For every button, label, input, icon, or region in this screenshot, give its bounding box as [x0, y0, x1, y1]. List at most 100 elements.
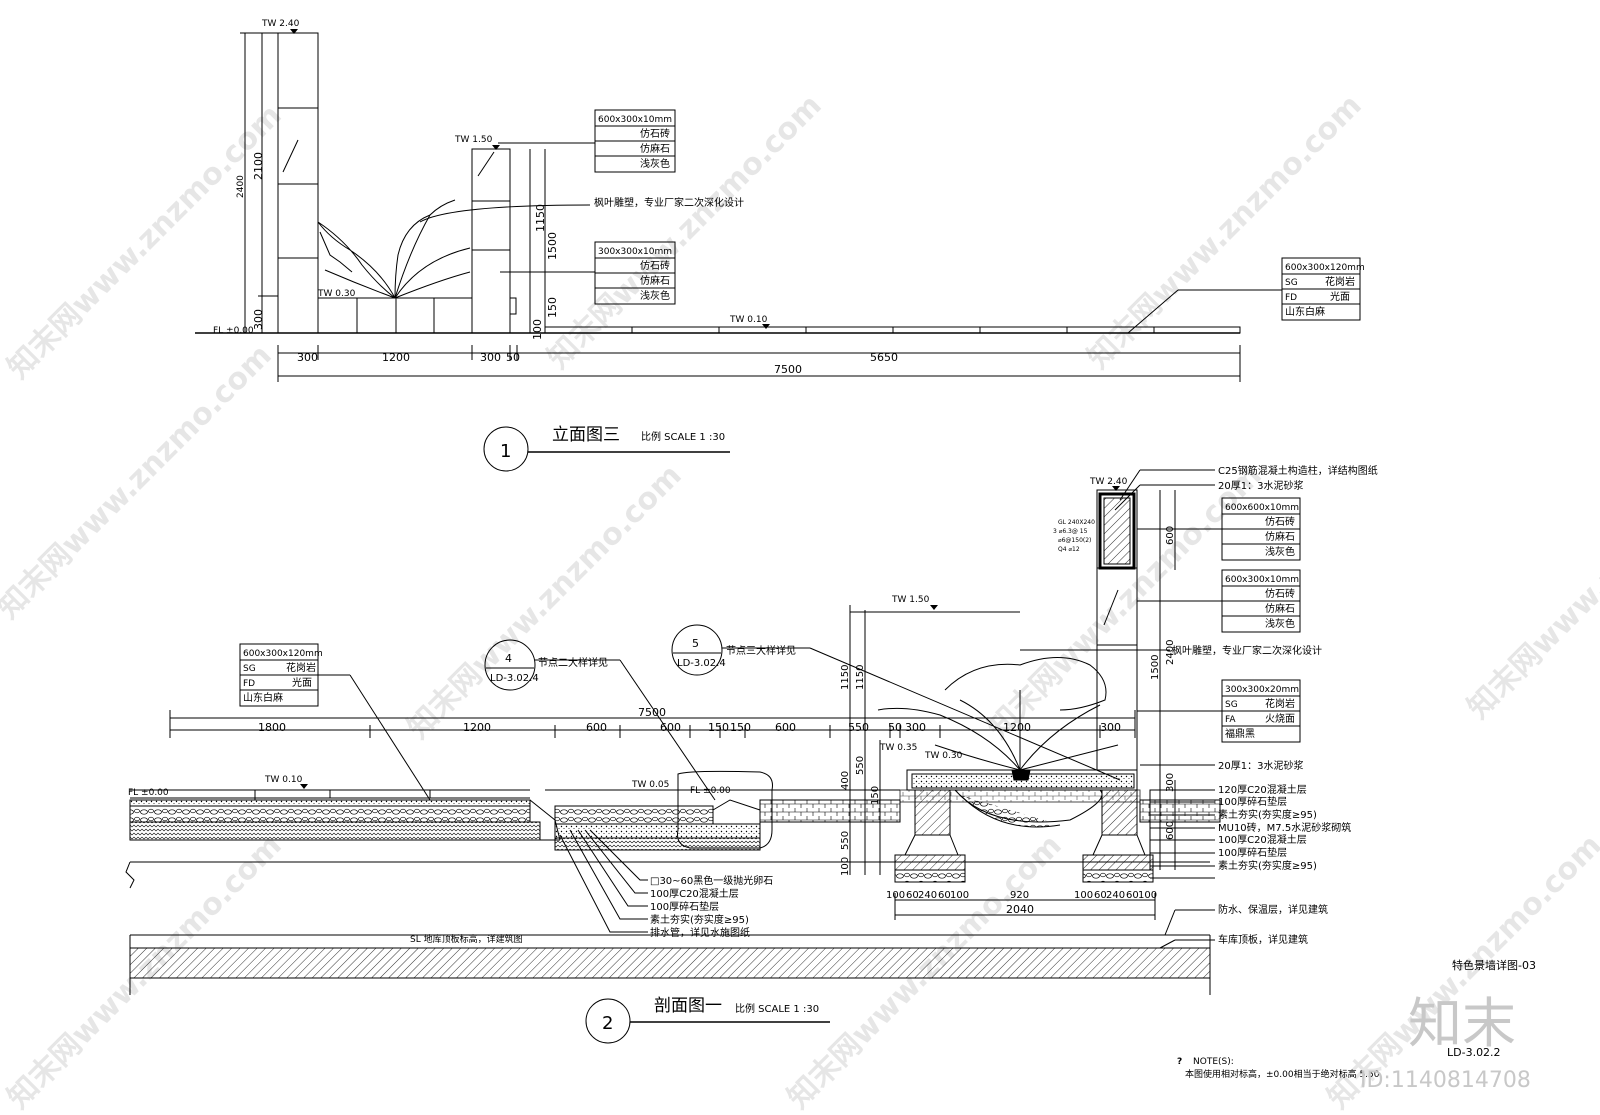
svg-text:600: 600 [1165, 526, 1176, 545]
svg-text:山东白麻: 山东白麻 [243, 691, 283, 704]
svg-text:400: 400 [840, 771, 851, 790]
elevation-drawing [195, 32, 1361, 382]
svg-text:TW 0.30: TW 0.30 [317, 289, 356, 299]
short-pillar [471, 148, 511, 334]
svg-text:7500: 7500 [774, 363, 802, 376]
svg-text:300: 300 [905, 721, 926, 734]
svg-text:60: 60 [1126, 890, 1139, 901]
svg-text:7500: 7500 [638, 706, 666, 719]
svg-text:知末: 知末 [1408, 992, 1516, 1055]
svg-text:1: 1 [500, 441, 511, 462]
svg-text:550: 550 [855, 756, 866, 775]
svg-text:300: 300 [480, 351, 501, 364]
svg-text:600x300x10mm: 600x300x10mm [1225, 575, 1299, 585]
svg-text:600: 600 [775, 721, 796, 734]
svg-text:素土夯实(夯实度≥95): 素土夯实(夯实度≥95) [1218, 808, 1317, 821]
svg-text:300: 300 [1165, 773, 1176, 792]
svg-text:1200: 1200 [382, 351, 410, 364]
svg-text:素土夯实(夯实度≥95): 素土夯实(夯实度≥95) [1218, 859, 1317, 872]
svg-text:花岗岩: 花岗岩 [1325, 275, 1355, 288]
svg-text:花岗岩: 花岗岩 [286, 661, 316, 674]
svg-text:100厚碎石垫层: 100厚碎石垫层 [1218, 795, 1287, 808]
svg-text:SG: SG [243, 664, 256, 674]
svg-text:素土夯实(夯实度≥95): 素土夯实(夯实度≥95) [650, 913, 749, 926]
svg-text:300: 300 [297, 351, 318, 364]
svg-text:20厚1：3水泥砂浆: 20厚1：3水泥砂浆 [1218, 479, 1303, 492]
svg-text:60: 60 [906, 890, 919, 901]
base-block [317, 297, 473, 334]
svg-text:300x300x10mm: 300x300x10mm [598, 247, 672, 257]
svg-text:知末网www.znzmo.com: 知末网www.znzmo.com [0, 338, 279, 626]
svg-text:TW 0.30: TW 0.30 [924, 751, 963, 761]
svg-text:50: 50 [888, 721, 902, 734]
svg-text:光面: 光面 [1330, 290, 1350, 303]
detail5-circle [671, 624, 723, 676]
svg-text:仿麻石: 仿麻石 [640, 142, 670, 155]
svg-text:300x300x20mm: 300x300x20mm [1225, 685, 1299, 695]
svg-text:240: 240 [1106, 890, 1125, 901]
svg-text:FD: FD [243, 679, 255, 689]
svg-text:60: 60 [938, 890, 951, 901]
garage-roof-slab [129, 947, 1211, 979]
svg-text:仿麻石: 仿麻石 [640, 274, 670, 287]
svg-text:特色景墙详图-03: 特色景墙详图-03 [1452, 958, 1536, 972]
svg-text:1150: 1150 [534, 204, 547, 232]
maple-leaf-sculpture [317, 199, 471, 299]
svg-text:150: 150 [870, 786, 881, 805]
svg-text:?: ? [1177, 1057, 1182, 1067]
svg-text:2100: 2100 [252, 152, 265, 180]
svg-text:TW 2.40: TW 2.40 [261, 19, 300, 29]
svg-text:50: 50 [506, 351, 520, 364]
section-tall-column [1096, 489, 1138, 771]
svg-text:FL ±0.00: FL ±0.00 [690, 786, 731, 796]
svg-text:300: 300 [1100, 721, 1121, 734]
svg-text:100: 100 [886, 890, 905, 901]
svg-text:知末网www.znzmo.com: 知末网www.znzmo.com [1461, 438, 1600, 726]
svg-text:排水管，详见水施图纸: 排水管，详见水施图纸 [650, 926, 750, 939]
svg-text:节点三大样详见: 节点三大样详见 [726, 644, 796, 657]
svg-text:5: 5 [692, 637, 699, 650]
svg-text:100: 100 [840, 857, 851, 876]
svg-text:2400: 2400 [236, 175, 246, 198]
svg-text:600x300x120mm: 600x300x120mm [243, 649, 323, 659]
svg-text:600x300x10mm: 600x300x10mm [598, 115, 672, 125]
svg-text:LD-3.02.4: LD-3.02.4 [677, 658, 726, 669]
svg-text:防水、保温层，详见建筑: 防水、保温层，详见建筑 [1218, 903, 1328, 916]
svg-text:100: 100 [950, 890, 969, 901]
svg-text:MU10砖，M7.5水泥砂浆砌筑: MU10砖，M7.5水泥砂浆砌筑 [1218, 821, 1351, 834]
svg-text:240: 240 [918, 890, 937, 901]
svg-text:SL 地库顶板标高，详建筑图: SL 地库顶板标高，详建筑图 [410, 933, 523, 945]
svg-text:FL ±0.00: FL ±0.00 [128, 788, 169, 798]
svg-text:浅灰色: 浅灰色 [1265, 545, 1295, 558]
svg-text:600x300x120mm: 600x300x120mm [1285, 263, 1365, 273]
svg-text:1150: 1150 [840, 665, 851, 690]
pebble-pool [554, 805, 714, 825]
svg-text:立面图三: 立面图三 [552, 425, 620, 445]
svg-text:剖面图一: 剖面图一 [654, 996, 722, 1016]
svg-text:节点二大样详见: 节点二大样详见 [538, 656, 608, 669]
svg-text:100: 100 [531, 319, 544, 340]
svg-text:600x600x10mm: 600x600x10mm [1225, 503, 1299, 513]
section-drawing [125, 469, 1301, 995]
svg-text:本图使用相对标高，±0.00相当于绝对标高 5.50: 本图使用相对标高，±0.00相当于绝对标高 5.50 [1185, 1068, 1380, 1080]
svg-text:100: 100 [1138, 890, 1157, 901]
svg-text:FA: FA [1225, 715, 1236, 725]
svg-text:仿麻石: 仿麻石 [1265, 602, 1295, 615]
svg-text:100厚碎石垫层: 100厚碎石垫层 [1218, 846, 1287, 859]
svg-text:FL ±0.00: FL ±0.00 [213, 326, 254, 336]
svg-text:120厚C20混凝土层: 120厚C20混凝土层 [1218, 783, 1307, 796]
svg-text:920: 920 [1010, 890, 1029, 901]
svg-text:1200: 1200 [1003, 721, 1031, 734]
svg-text:山东白麻: 山东白麻 [1285, 305, 1325, 318]
svg-text:仿石砖: 仿石砖 [1265, 587, 1295, 600]
svg-text:550: 550 [848, 721, 869, 734]
svg-text:仿石砖: 仿石砖 [1265, 515, 1295, 528]
tall-pillar [277, 32, 319, 334]
svg-text:TW 0.10: TW 0.10 [264, 775, 303, 785]
svg-text:FD: FD [1285, 293, 1297, 303]
svg-text:100厚碎石垫层: 100厚碎石垫层 [650, 900, 719, 913]
drawing1-number-circle [483, 426, 529, 472]
svg-text:浅灰色: 浅灰色 [1265, 617, 1295, 630]
svg-text:600: 600 [1165, 821, 1176, 840]
